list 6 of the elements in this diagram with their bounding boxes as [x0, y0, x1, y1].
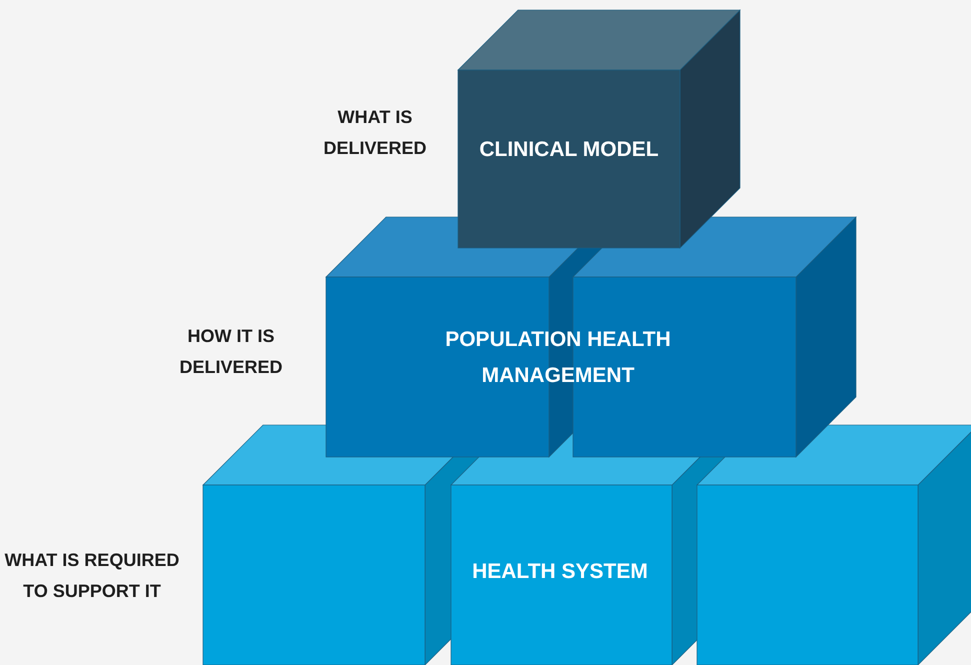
level-description: HOW IT IS DELIVERED [178, 325, 284, 379]
tier-label: POPULATION HEALTH MANAGEMENT [444, 327, 672, 389]
tier-label: CLINICAL MODEL [478, 137, 660, 163]
level-description: WHAT IS DELIVERED [322, 106, 428, 160]
level-description: WHAT IS REQUIRED TO SUPPORT IT [4, 549, 180, 603]
tier-label: HEALTH SYSTEM [471, 559, 649, 585]
